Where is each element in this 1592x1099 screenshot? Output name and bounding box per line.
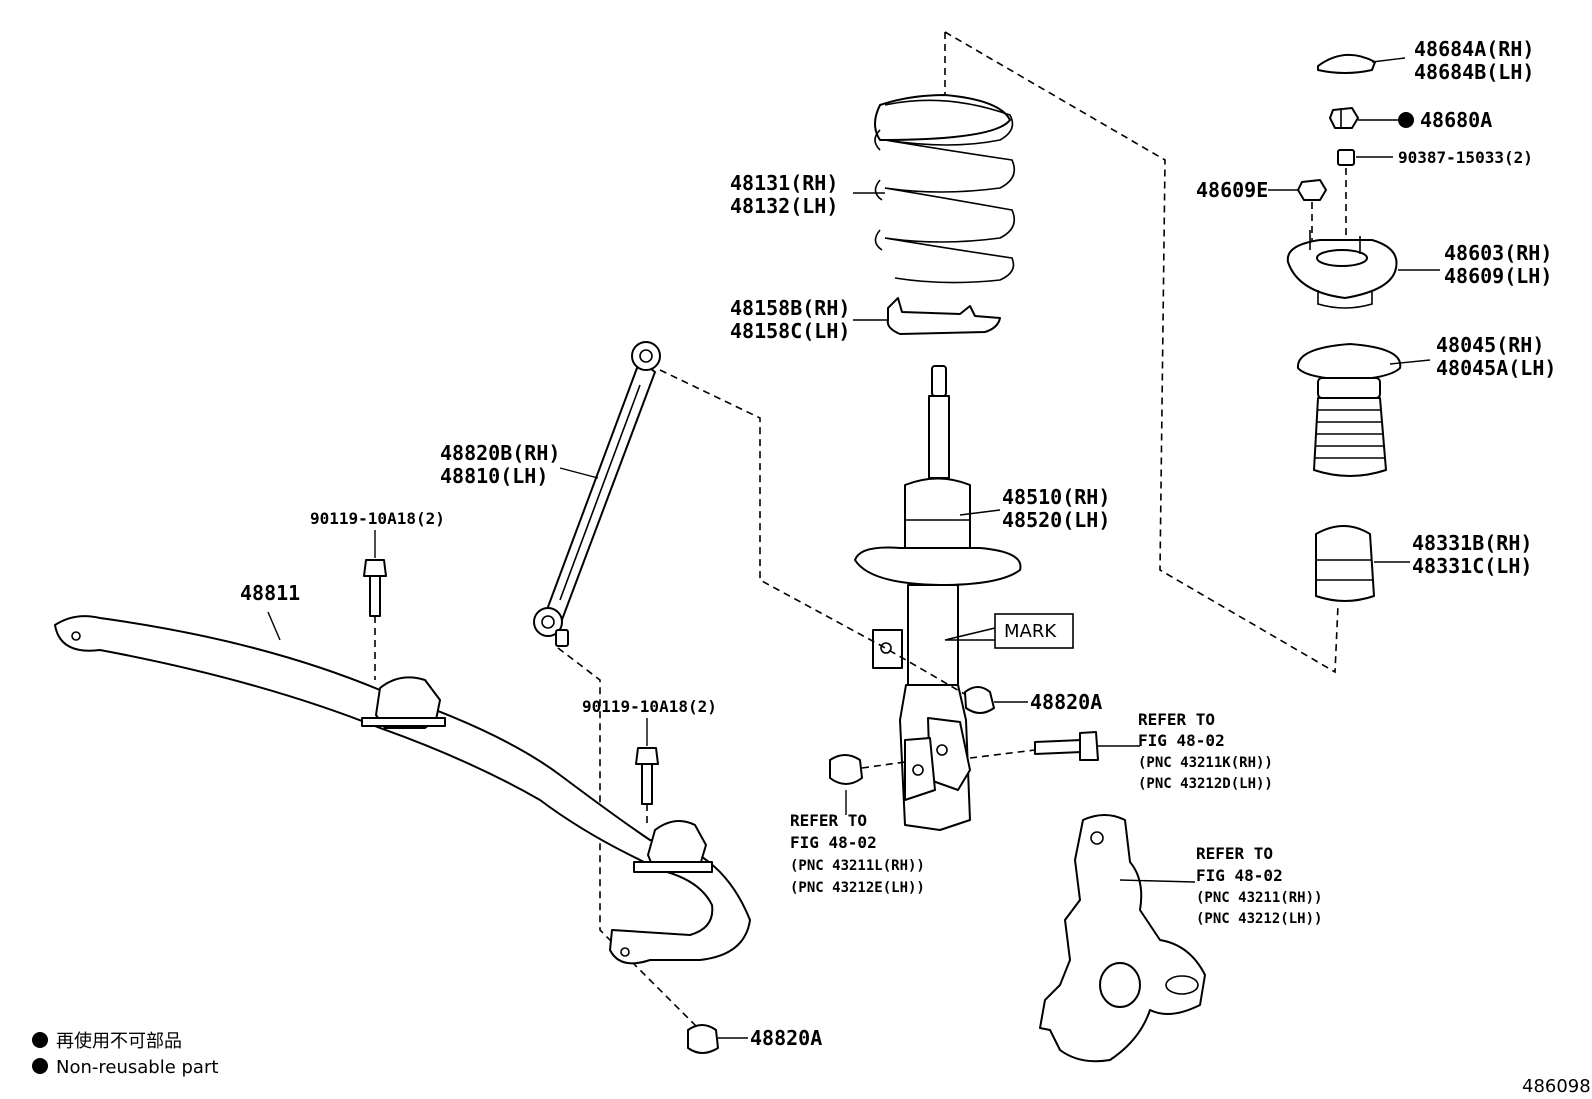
legend-marker-jp-icon (32, 1032, 48, 1048)
label-48331-lh: 48331C(LH) (1412, 554, 1532, 578)
label-90119-a: 90119-10A18(2) (310, 509, 445, 528)
collar-90387-part (1337, 149, 1355, 166)
leader-48684 (1371, 57, 1406, 63)
label-refer-knuckle-3: (PNC 43211(RH)) (1196, 890, 1322, 906)
label-48811: 48811 (240, 581, 300, 605)
label-48510-rh: 48510(RH) (1002, 485, 1110, 509)
label-48820B-lh: 48810(LH) (440, 464, 548, 488)
label-refer-bolt-2: FIG 48-02 (1138, 731, 1225, 750)
bar-bushing-left-part (361, 676, 446, 729)
non-reusable-marker-icon (1398, 112, 1414, 128)
steering-knuckle-part (1039, 814, 1206, 1063)
legend-marker-en-icon (32, 1058, 48, 1074)
dash-knuckle-bolt (969, 749, 1036, 759)
label-48820B-rh: 48820B(RH) (440, 441, 560, 465)
bump-stop-part (1315, 525, 1375, 602)
label-48158-lh: 48158C(LH) (730, 319, 850, 343)
label-mark: MARK (1004, 621, 1057, 642)
legend-en: Non-reusable part (56, 1057, 218, 1078)
dash-knuckle-nut (861, 761, 906, 769)
label-refer-nut-3: (PNC 43211L(RH)) (790, 858, 925, 874)
bar-bushing-right-part (633, 820, 713, 873)
label-48510-lh: 48520(LH) (1002, 508, 1110, 532)
label-48603-rh: 48603(RH) (1444, 241, 1552, 265)
mark-callout (944, 613, 1074, 649)
nut-48820A-top-part (964, 686, 995, 714)
label-48680A: 48680A (1420, 108, 1492, 132)
label-refer-bolt-1: REFER TO (1138, 710, 1215, 729)
nut-48609E-part (1297, 179, 1327, 201)
label-48820A-top: 48820A (1030, 690, 1102, 714)
label-refer-nut-4: (PNC 43212E(LH)) (790, 880, 925, 896)
label-48045-lh: 48045A(LH) (1436, 356, 1556, 380)
nut-48680A-part (1329, 107, 1359, 129)
label-48684-rh: 48684A(RH) (1414, 37, 1534, 61)
nut-48820A-bottom-part (687, 1024, 719, 1054)
label-48684-lh: 48684B(LH) (1414, 60, 1534, 84)
label-48609E: 48609E (1196, 178, 1268, 202)
dust-boot-part (1296, 343, 1402, 477)
label-refer-nut-1: REFER TO (790, 811, 867, 830)
leader-48820B (559, 467, 599, 479)
label-refer-nut-2: FIG 48-02 (790, 833, 877, 852)
bracket-bolt-right-part (635, 747, 659, 805)
label-refer-bolt-4: (PNC 43212D(LH)) (1138, 776, 1273, 792)
label-refer-knuckle-1: REFER TO (1196, 844, 1273, 863)
label-48820A-bottom: 48820A (750, 1026, 822, 1050)
label-48045-rh: 48045(RH) (1436, 333, 1544, 357)
knuckle-bolt-part (1034, 731, 1099, 761)
label-refer-knuckle-4: (PNC 43212(LH)) (1196, 911, 1322, 927)
leader-48510 (959, 509, 1001, 516)
bracket-bolt-left-part (363, 559, 387, 617)
label-48603-lh: 48609(LH) (1444, 264, 1552, 288)
dash-link-to-bar (557, 647, 701, 1031)
stabilizer-link-part (533, 341, 661, 647)
label-48331-rh: 48331B(RH) (1412, 531, 1532, 555)
leader-48045 (1389, 359, 1431, 365)
spring-seat-part (886, 297, 1001, 335)
label-90119-b: 90119-10A18(2) (582, 697, 717, 716)
label-refer-knuckle-2: FIG 48-02 (1196, 866, 1283, 885)
coil-spring-part (874, 94, 1016, 284)
dash-link-to-strut (659, 369, 976, 701)
assembly-boundary-line (944, 31, 1339, 674)
legend-jp: 再使用不可部品 (56, 1031, 182, 1052)
knuckle-nut-part (829, 754, 863, 785)
label-48158-rh: 48158B(RH) (730, 296, 850, 320)
label-48131-rh: 48131(RH) (730, 171, 838, 195)
label-refer-bolt-3: (PNC 43211K(RH)) (1138, 755, 1273, 771)
strut-mount-part (1286, 230, 1398, 309)
shock-absorber-part (854, 365, 1022, 831)
diagram-id: 486098 (1522, 1076, 1591, 1097)
label-90387: 90387-15033(2) (1398, 148, 1533, 167)
leader-knuckle (1119, 879, 1196, 883)
dust-cap-part (1317, 53, 1376, 74)
leader-48811 (267, 611, 281, 641)
label-48131-lh: 48132(LH) (730, 194, 838, 218)
